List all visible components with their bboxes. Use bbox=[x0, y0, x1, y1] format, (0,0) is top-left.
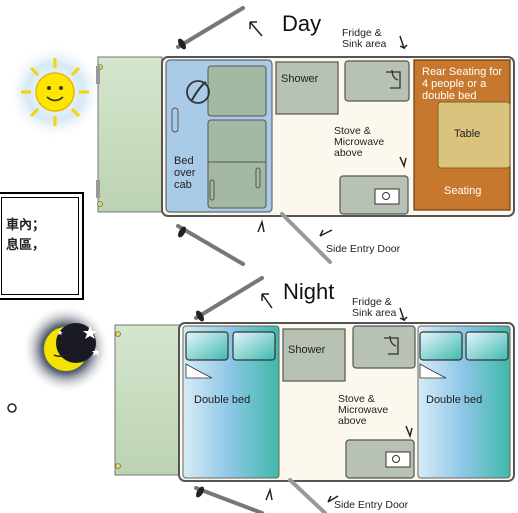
night-moon-icon bbox=[22, 305, 110, 393]
day-stove-label-1: Stove & bbox=[334, 125, 371, 137]
night-stove bbox=[345, 439, 415, 479]
day-stove-label-2: Microwave bbox=[334, 136, 385, 148]
day-table-label: Table bbox=[454, 128, 481, 140]
night-fridge-label-1: Fridge & bbox=[352, 296, 392, 308]
day-stove-label-3: above bbox=[334, 147, 363, 159]
day-shower-label: Shower bbox=[281, 73, 319, 85]
chinese-note-line-2: 息區， bbox=[6, 238, 46, 253]
day-fridge-label-1: Fridge & bbox=[342, 27, 382, 39]
day-cab-label-3: cab bbox=[174, 179, 192, 191]
day-title: Day bbox=[282, 11, 322, 36]
day-rear-seating-label-1: Rear Seating for bbox=[422, 66, 503, 78]
edge-marker bbox=[7, 403, 17, 413]
chinese-note-line-1: 車內； bbox=[6, 218, 46, 233]
night-double-bed-right bbox=[417, 325, 511, 479]
day-fridge-sink bbox=[344, 60, 410, 102]
day-hitch bbox=[97, 56, 163, 213]
night-title: Night bbox=[283, 279, 335, 304]
night-side-entry-label: Side Entry Door bbox=[334, 499, 409, 511]
day-rear-seating-label-3: double bed bbox=[422, 90, 477, 102]
night-double-bed-left bbox=[182, 325, 280, 479]
night-fridge-label-2: Sink area bbox=[352, 307, 397, 319]
day-sun-icon bbox=[7, 44, 103, 140]
night-hitch bbox=[114, 324, 180, 476]
chinese-note-box: 車內； 息區， bbox=[0, 192, 84, 300]
day-cab-label-1: Bed bbox=[174, 155, 194, 167]
day-shower bbox=[275, 61, 339, 115]
day-seating-label: Seating bbox=[444, 185, 482, 197]
day-rear-seating-label-2: 4 people or a bbox=[422, 78, 487, 90]
day-fridge-label-2: Sink area bbox=[342, 38, 387, 50]
day-table bbox=[437, 101, 511, 169]
night-shower bbox=[282, 328, 346, 382]
night-shower-label: Shower bbox=[288, 344, 326, 356]
day-side-entry-label: Side Entry Door bbox=[326, 243, 401, 255]
night-double-bed-right-label: Double bed bbox=[426, 394, 483, 406]
day-cab-label-2: over bbox=[174, 167, 196, 179]
day-sink-basin bbox=[186, 80, 210, 104]
night-stove-label-2: Microwave bbox=[338, 404, 389, 416]
night-stove-label-1: Stove & bbox=[338, 393, 375, 405]
night-stove-label-3: above bbox=[338, 415, 367, 427]
night-double-bed-left-label: Double bed bbox=[194, 394, 251, 406]
night-fridge-sink bbox=[352, 325, 416, 369]
